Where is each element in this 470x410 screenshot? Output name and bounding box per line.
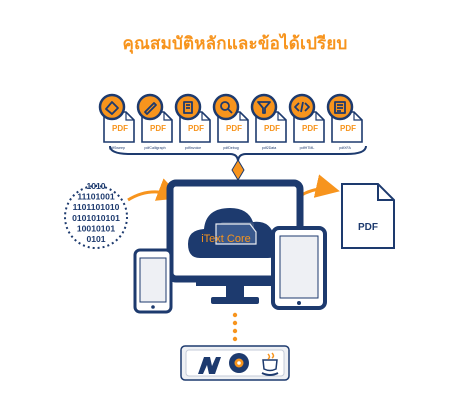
addon-pdfinvoice: PDF pdfInvoice bbox=[174, 93, 211, 150]
addons-row: PDF pdfSweep PDF pdfCalligraph PDF pdfInvoice… bbox=[98, 93, 363, 150]
addon-pdfdebug: PDF pdfDebug bbox=[212, 93, 249, 150]
eraser-icon bbox=[98, 93, 126, 121]
binary-line: 0101 bbox=[86, 234, 105, 244]
addon-pdfxfa: PDF pdfXFA bbox=[326, 93, 363, 150]
binary-line: 11101001 bbox=[77, 192, 115, 202]
addon-pdfsweep: PDF pdfSweep bbox=[98, 93, 135, 150]
addon-caption: pdfCalligraph bbox=[144, 146, 165, 150]
output-pdf-label: PDF bbox=[358, 222, 378, 233]
gear-icon bbox=[229, 353, 249, 373]
addon-caption: pdfDebug bbox=[223, 146, 239, 150]
magnifier-icon bbox=[212, 93, 240, 121]
binary-line: 10010101 bbox=[77, 223, 115, 233]
output-arrow bbox=[299, 174, 340, 198]
binary-line: 1101101010 bbox=[73, 202, 120, 212]
addon-pdf2data: PDF pdf2Data bbox=[250, 93, 287, 150]
pen-icon bbox=[136, 93, 164, 121]
dotnet-icon bbox=[198, 357, 221, 374]
addon-caption: pdfHTML bbox=[300, 146, 315, 150]
addon-caption: pdfXFA bbox=[339, 146, 351, 150]
phone-device bbox=[133, 248, 173, 314]
addon-pdfcalligraph: PDF pdfCalligraph bbox=[136, 93, 173, 150]
form-icon bbox=[326, 93, 354, 121]
binary-data-input: 1010111010011101101010010101010110010101… bbox=[64, 181, 128, 249]
addon-badge: PDF bbox=[302, 124, 318, 133]
cloud-engine bbox=[188, 208, 281, 258]
page-title: คุณสมบัติหลักและข้อได้เปรียบ bbox=[122, 34, 348, 54]
java-icon bbox=[261, 352, 279, 376]
addon-caption: pdfSweep bbox=[109, 146, 125, 150]
tablet-device bbox=[271, 226, 327, 310]
code-icon bbox=[288, 93, 316, 121]
addons-connector bbox=[109, 145, 367, 181]
invoice-icon bbox=[174, 93, 202, 121]
output-pdf-document bbox=[341, 183, 395, 249]
binary-line: 0101010101 bbox=[72, 213, 120, 223]
core-label: iText Core bbox=[201, 233, 251, 245]
addon-badge: PDF bbox=[112, 124, 128, 133]
binary-line: 1010 bbox=[86, 181, 105, 191]
addon-badge: PDF bbox=[226, 124, 242, 133]
addon-pdfhtml: PDF pdfHTML bbox=[288, 93, 325, 150]
funnel-icon bbox=[250, 93, 278, 121]
addon-badge: PDF bbox=[150, 124, 166, 133]
addon-caption: pdf2Data bbox=[262, 146, 277, 150]
addon-badge: PDF bbox=[188, 124, 204, 133]
addon-badge: PDF bbox=[264, 124, 280, 133]
addon-badge: PDF bbox=[340, 124, 356, 133]
platform-connector bbox=[232, 312, 238, 342]
addon-caption: pdfInvoice bbox=[185, 146, 201, 150]
